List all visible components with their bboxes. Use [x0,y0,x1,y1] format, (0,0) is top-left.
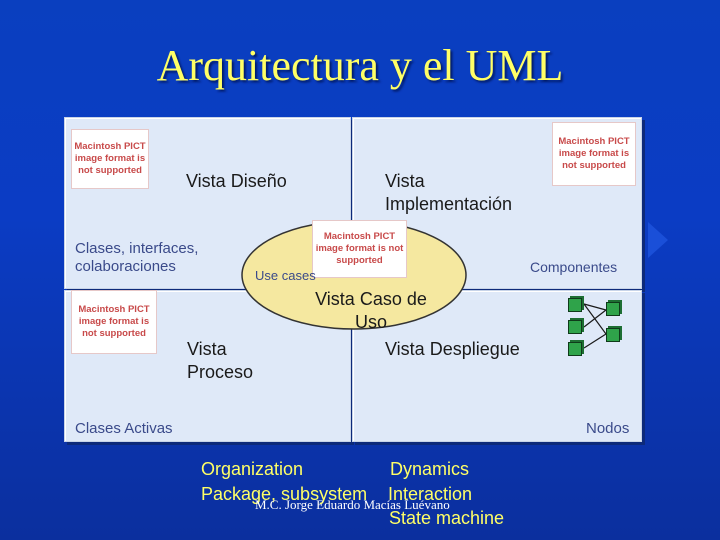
text-state-machine: State machine [389,508,505,528]
label-vista-despliegue: Vista Despliegue [385,339,520,359]
label-vista-proceso: Vista Proceso [187,339,254,382]
node-cube-icon [568,320,582,334]
node-cube-icon [568,298,582,312]
text-interaction: Interaction [388,484,473,504]
note-process: Clases Activas [75,420,173,437]
label-vista-implementacion: Vista Implementación [385,171,513,214]
text-organization: Organization [201,459,304,479]
author-credit: M.C. Jorge Eduardo Macías Luévano [255,497,450,512]
node-cube-icon [606,328,620,342]
text-dynamics: Dynamics [390,459,470,479]
text-package-subsystem: Package, subsystem [201,484,368,504]
label-vista-diseno: Vista Diseño [186,171,287,191]
pict-placeholder-implementation: Macintosh PICT image format is not suppo… [552,122,636,186]
node-connectors [583,303,607,349]
arrow-right-icon [648,222,668,258]
node-cube-icon [568,342,582,356]
note-implementation: Componentes [530,259,618,275]
note-design: Clases, interfaces, colaboraciones [75,240,199,275]
pict-placeholder-design: Macintosh PICT image format is not suppo… [71,129,149,189]
node-cube-icon [606,302,620,316]
note-use-cases: Use cases [255,268,316,283]
note-deployment: Nodos [586,420,630,437]
label-vista-caso-de-uso: Vista Caso de Uso [315,289,427,332]
pict-placeholder-use-case: Macintosh PICT image format is not suppo… [312,220,407,278]
slide-title: Arquitectura y el UML [156,41,564,90]
pict-placeholder-process: Macintosh PICT image format is not suppo… [71,290,157,354]
